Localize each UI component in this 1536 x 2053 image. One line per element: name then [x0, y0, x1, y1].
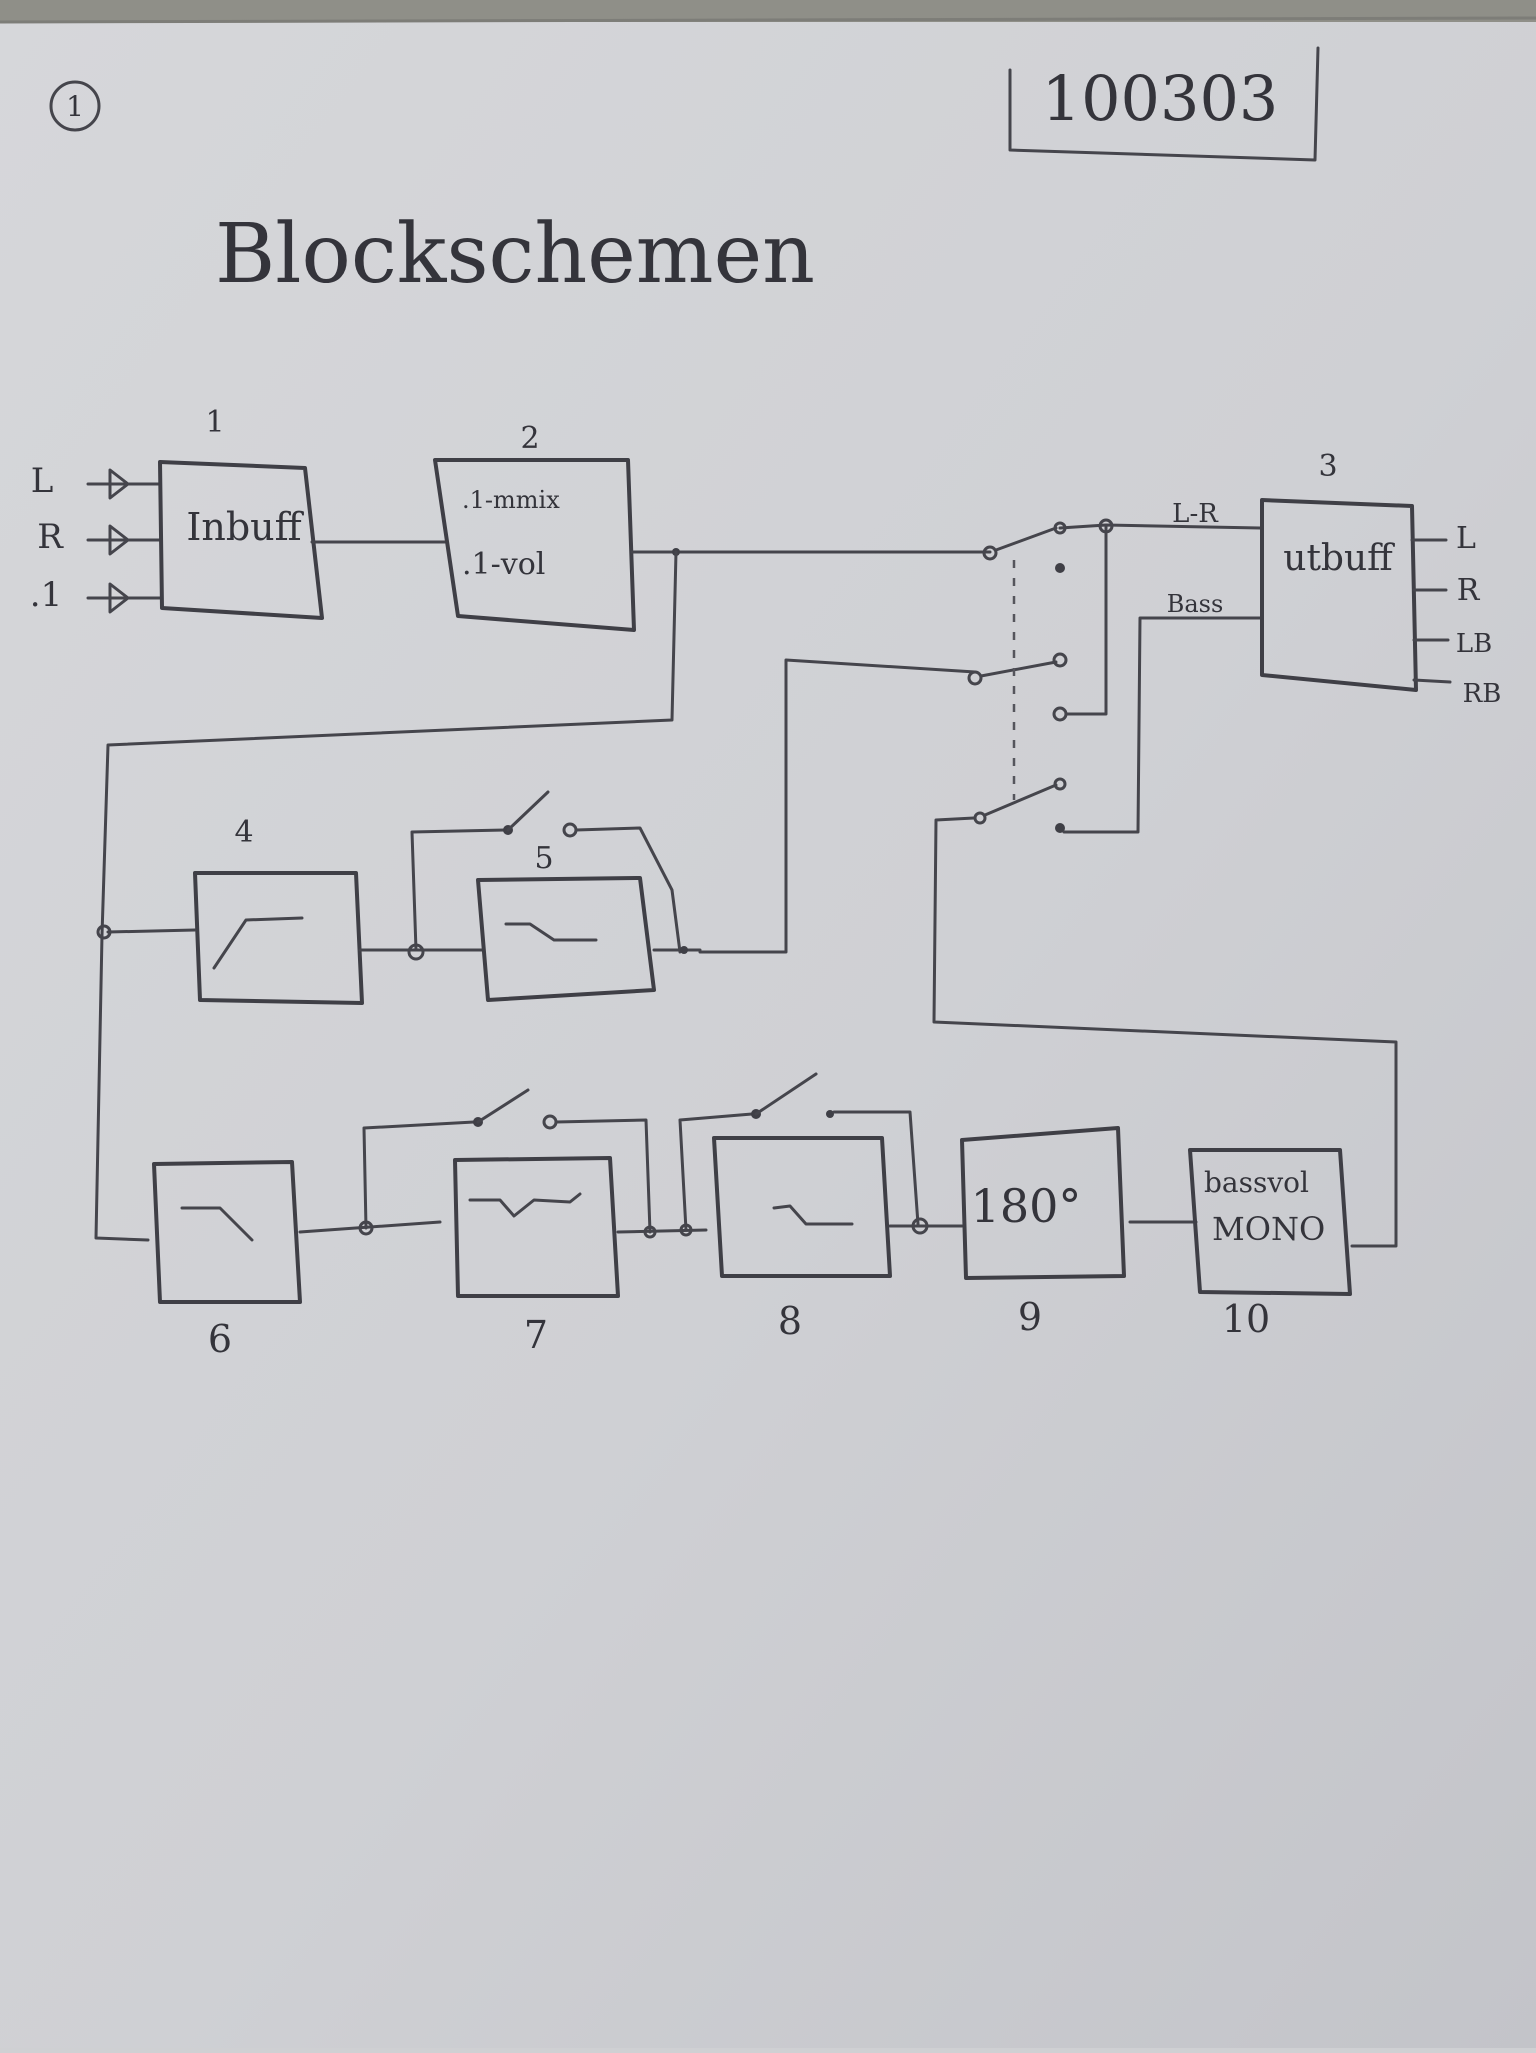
wire-label-bass: Bass: [1167, 590, 1224, 618]
switch-1-lever: [994, 526, 1058, 552]
wire-to-block-6: [94, 933, 150, 1242]
block-2-mix-vol: 2 .1-mmix .1-vol: [433, 421, 636, 632]
output-label-rb: RB: [1463, 679, 1502, 709]
block-3-number: 3: [1318, 449, 1337, 484]
wire-bass: [1062, 616, 1264, 834]
block-9-label: 180°: [971, 1179, 1082, 1233]
wire-lr-return: [1064, 524, 1108, 716]
switch-2-lever: [979, 660, 1058, 678]
highpass-curve-icon: [212, 916, 304, 970]
block-2-number: 2: [520, 421, 539, 456]
input-arrow-dot1: [86, 582, 162, 614]
bypass-8-lever: [754, 1072, 818, 1116]
block-1-inbuff: 1 Inbuff: [158, 405, 324, 620]
block-8-number: 8: [778, 1299, 802, 1343]
switch-2-pos-a: [1052, 652, 1068, 668]
wire-label-lr: L-R: [1172, 499, 1219, 529]
block-10-number: 10: [1222, 1297, 1270, 1341]
block-3-utbuff: 3 utbuff: [1260, 449, 1418, 692]
input-arrow-l: [86, 468, 162, 500]
output-label-r: R: [1457, 573, 1481, 608]
block-7-number: 7: [524, 1313, 548, 1357]
block-1-label: Inbuff: [186, 505, 304, 549]
page-title: Blockschemen: [215, 207, 815, 302]
block-5-bypass-switch[interactable]: [410, 790, 682, 954]
doc-id-text: 100303: [1042, 62, 1279, 135]
bypass-7-lever: [476, 1088, 530, 1124]
output-terminals: L R LB RB: [1410, 521, 1502, 709]
input-terminals: L R .1: [30, 461, 162, 615]
block-6-lowpass: 6: [152, 1160, 302, 1361]
output-label-lb: LB: [1456, 629, 1492, 659]
switch-1-common: [982, 545, 998, 561]
block-5-number: 5: [534, 841, 553, 876]
bypass-5-lever: [506, 790, 550, 832]
block-10-line1: bassvol: [1204, 1166, 1309, 1199]
doc-id-box: 100303: [1008, 46, 1320, 162]
input-label-l: L: [31, 461, 54, 501]
block-1-number: 1: [205, 405, 224, 440]
switch-3-pos-b: [1055, 823, 1065, 833]
input-arrow-r: [86, 524, 162, 556]
block-10-bassvol-mono: bassvol MONO 10: [1188, 1148, 1352, 1341]
block-4-highpass: 4: [193, 815, 364, 1005]
selector-switch[interactable]: [967, 521, 1068, 833]
lowpass-curve-icon: [180, 1206, 254, 1242]
page-number-label: 1: [66, 90, 84, 123]
block-7-notch: 7: [453, 1156, 620, 1357]
block-10-line2: MONO: [1212, 1210, 1325, 1248]
output-label-l: L: [1456, 521, 1476, 556]
block-6-number: 6: [208, 1317, 232, 1361]
block-8-filter: 8: [712, 1136, 892, 1343]
background-fabric: [0, 0, 1536, 22]
switch-1-pos-b: [1055, 563, 1065, 573]
switch-3-pos-a: [1053, 777, 1067, 791]
block-8-bypass-switch[interactable]: [678, 1072, 920, 1232]
block-2-line1: .1-mmix: [462, 486, 560, 514]
wire-bass-return: [932, 816, 1398, 1248]
input-label-r: R: [37, 517, 64, 557]
wire-branch-to-filters: [100, 550, 678, 937]
input-label-dot1: .1: [30, 575, 62, 615]
switch-3-lever: [983, 783, 1058, 817]
block-9-number: 9: [1018, 1295, 1042, 1339]
block-2-line2: .1-vol: [462, 547, 545, 582]
wire-filter-path-return: [698, 658, 977, 954]
dip-curve-icon: [772, 1204, 854, 1226]
block-4-number: 4: [234, 815, 253, 850]
notch-curve-icon: [468, 1192, 582, 1218]
block-5-filter: 5: [476, 841, 656, 1002]
block-9-phase-invert: 180° 9: [960, 1126, 1126, 1339]
block-3-label: utbuff: [1283, 538, 1395, 579]
circled-page-number: 1: [49, 80, 101, 132]
shelf-curve-icon: [504, 922, 598, 942]
block-7-bypass-switch[interactable]: [362, 1088, 652, 1234]
